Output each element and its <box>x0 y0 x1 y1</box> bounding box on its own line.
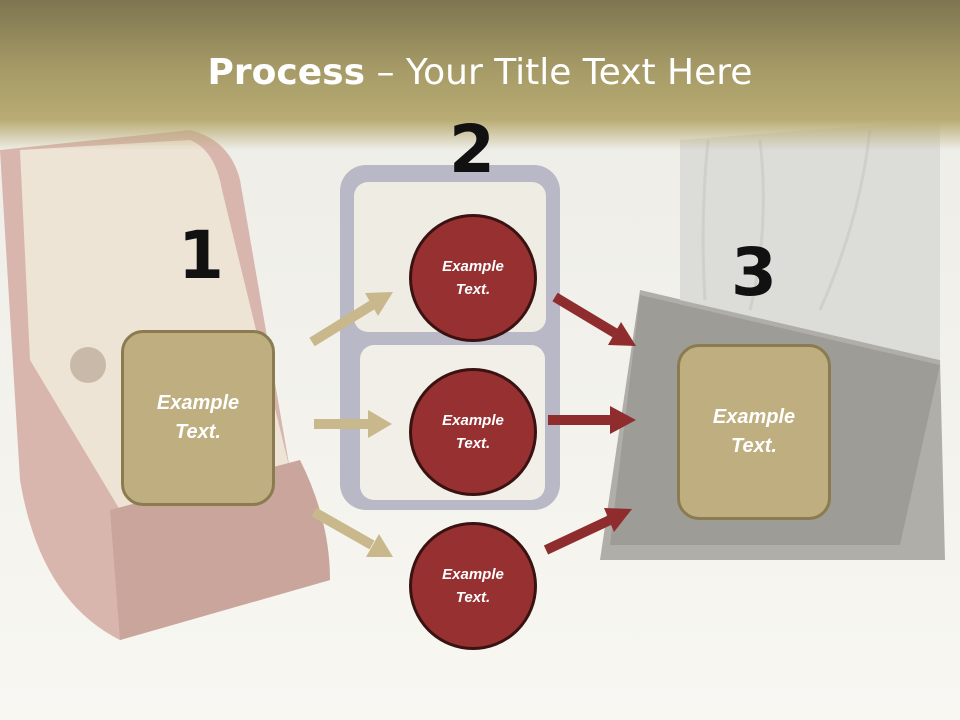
title-bold: Process <box>207 52 366 93</box>
title-band <box>0 0 960 150</box>
arrow-left-down <box>311 507 393 557</box>
circle-1-text: Example Text. <box>442 258 504 298</box>
arrow-right-middle <box>548 406 636 434</box>
step-2-circle-1: Example Text. <box>409 214 537 342</box>
circle-2-text: Example Text. <box>442 412 504 452</box>
step-2-circle-2: Example Text. <box>409 368 537 496</box>
step-number-1: 1 <box>178 217 224 294</box>
step-1-box: Example Text. <box>121 330 275 506</box>
arrow-right-up <box>543 508 632 555</box>
title-rest: – Your Title Text Here <box>365 52 753 93</box>
arrow-left-middle <box>314 410 392 438</box>
circle-3-text: Example Text. <box>442 566 504 606</box>
step-number-3: 3 <box>731 234 777 311</box>
step-1-text: Example Text. <box>156 392 240 443</box>
step-number-2: 2 <box>449 111 495 188</box>
slide-title: Process – Your Title Text Here <box>0 52 960 93</box>
step-2-circle-3: Example Text. <box>409 522 537 650</box>
arrow-left-up <box>309 292 393 347</box>
step-3-box: Example Text. <box>677 344 831 520</box>
arrow-right-down <box>552 292 636 346</box>
step-3-text: Example Text. <box>712 406 796 457</box>
